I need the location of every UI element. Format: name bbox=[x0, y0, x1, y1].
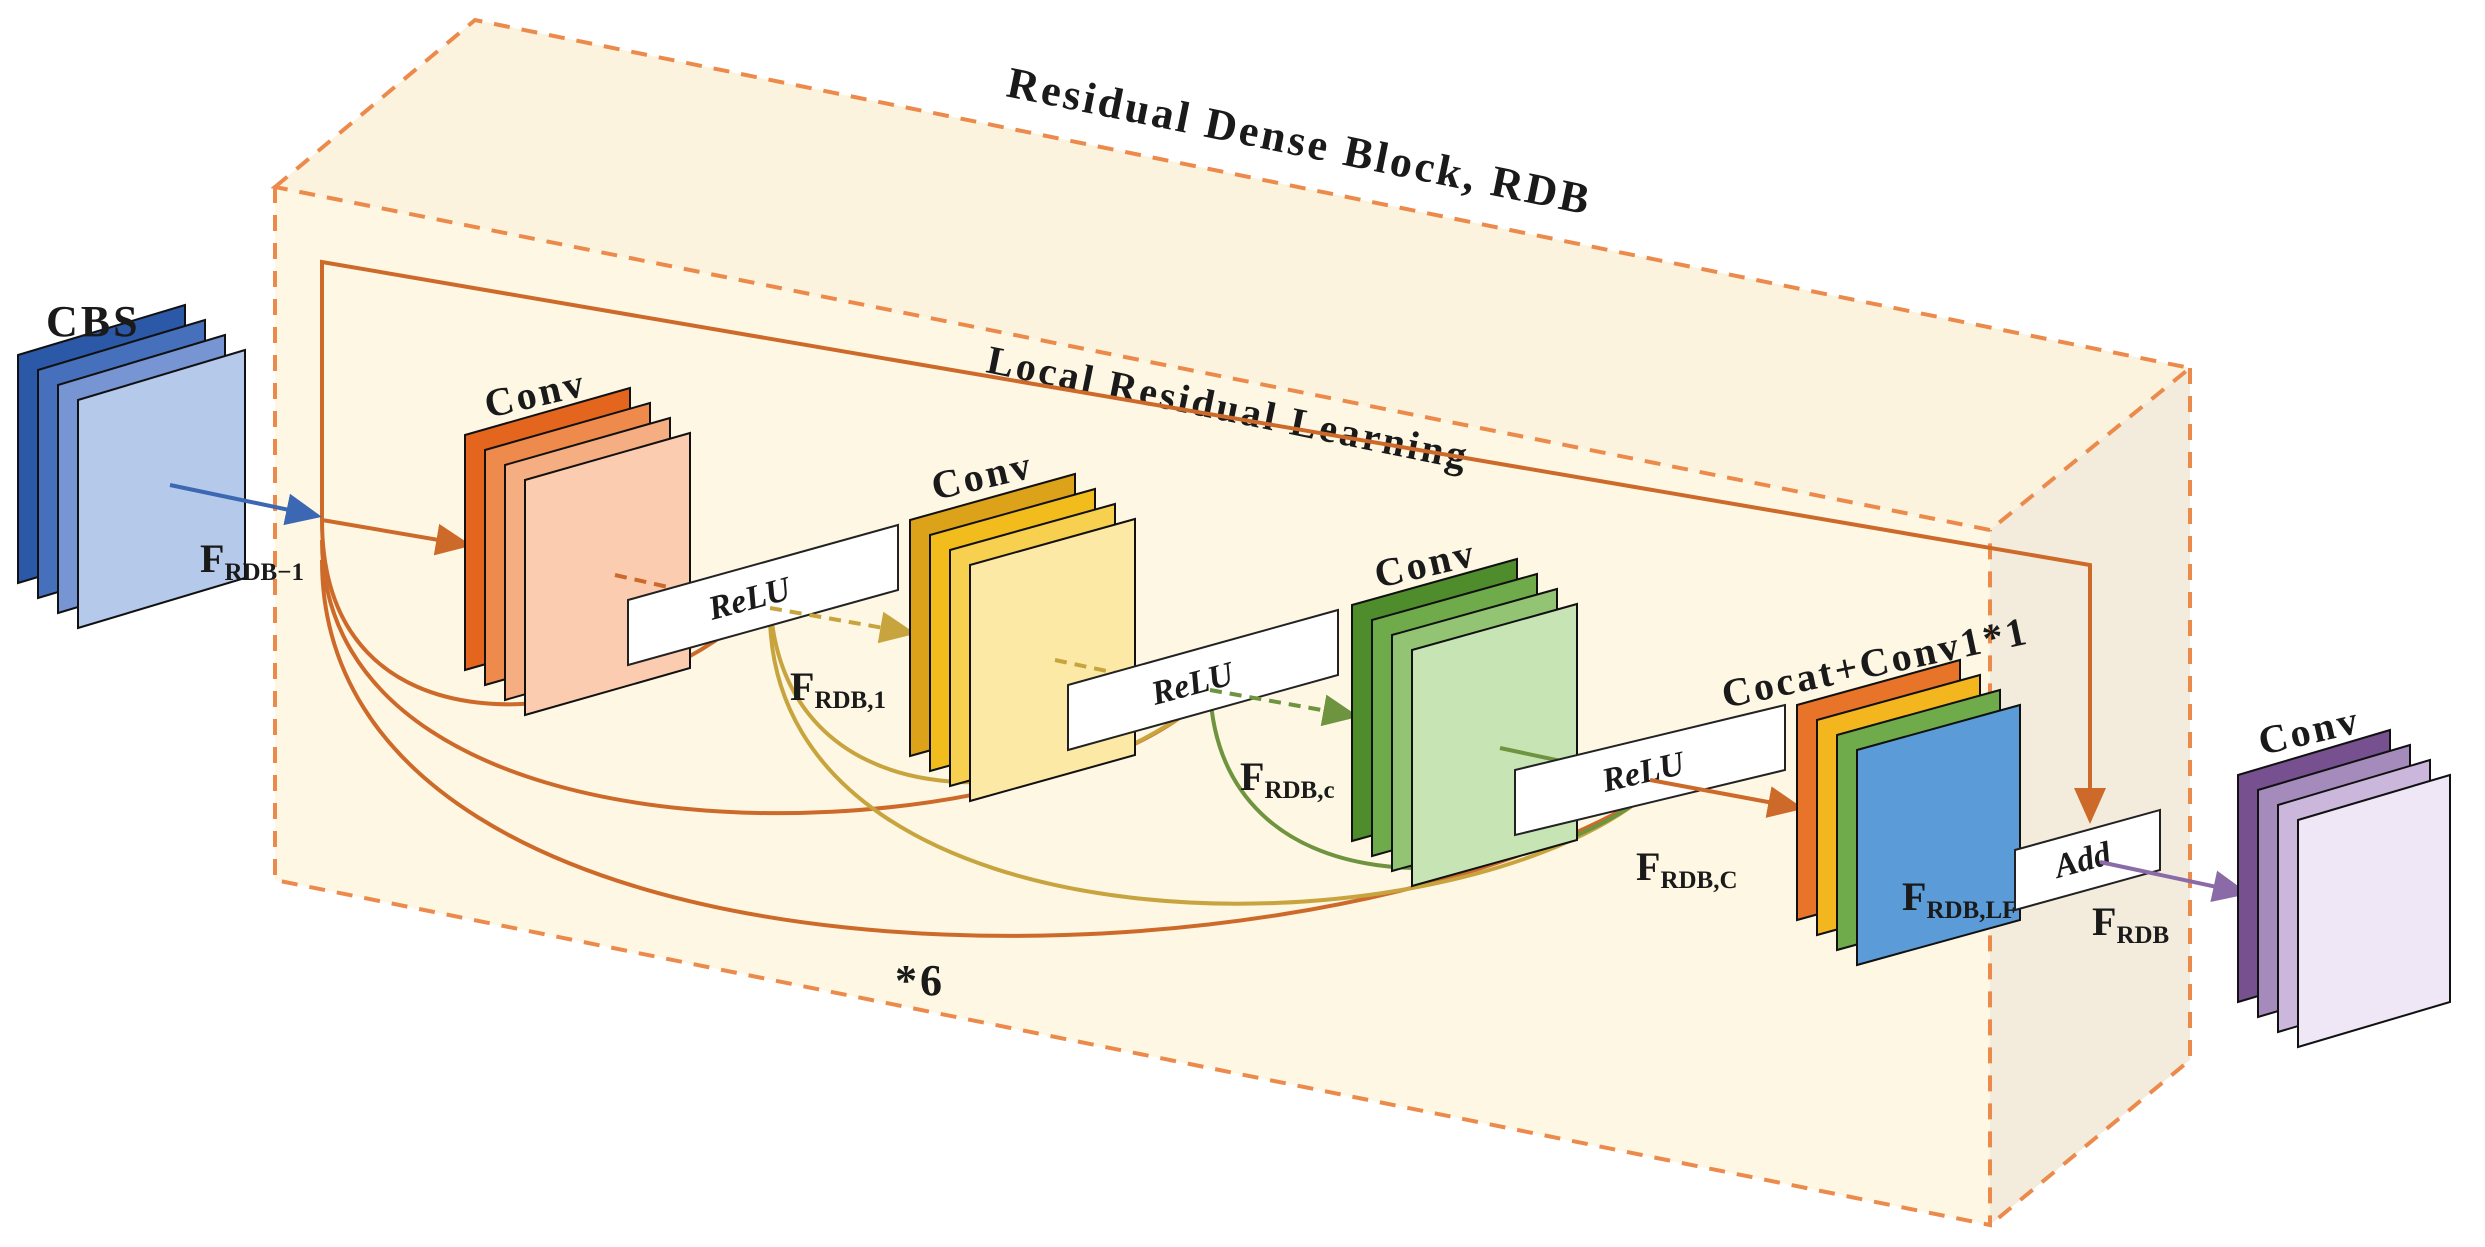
conv1-stack bbox=[464, 386, 691, 717]
repeat-label: *6 bbox=[895, 956, 945, 1005]
f-rdb-label: FRDB bbox=[2092, 899, 2169, 949]
relu3-to-concat-arrow bbox=[1649, 778, 1804, 818]
f-rdb-lf-label: FRDB,LF bbox=[1902, 874, 2017, 924]
conv2-stack bbox=[909, 472, 1136, 803]
relu1-box bbox=[627, 523, 899, 667]
skip-in-to-concat bbox=[320, 559, 1642, 938]
f-rdb-C-label: FRDB,C bbox=[1636, 844, 1738, 894]
input-arrow bbox=[169, 483, 322, 526]
relu3-box bbox=[1514, 703, 1786, 837]
concat-to-add-line bbox=[1959, 838, 2021, 854]
conv3-stack bbox=[1351, 557, 1578, 888]
skip-f1-to-concat bbox=[768, 619, 1642, 906]
add-box bbox=[2014, 808, 2161, 912]
relu1-to-conv2-arrow bbox=[769, 606, 916, 644]
cbs-stack bbox=[17, 303, 246, 630]
cbs-label: CBS bbox=[46, 297, 141, 346]
output-arrow bbox=[2099, 860, 2249, 902]
local-residual-skip-line bbox=[320, 259, 2106, 824]
relu2-box bbox=[1067, 608, 1339, 752]
f-rdb-minus-1-label: FRDB−1 bbox=[200, 536, 304, 586]
relu2-to-conv3-arrow bbox=[1209, 688, 1359, 727]
rdb-top-face bbox=[275, 20, 2190, 530]
f-rdb-1-label: FRDB,1 bbox=[790, 664, 886, 714]
f-rdb-c-label: FRDB,c bbox=[1240, 754, 1335, 804]
concat-stack bbox=[1796, 658, 2021, 967]
conv-out-stack bbox=[2237, 728, 2451, 1049]
arrow-into-conv1 bbox=[321, 518, 472, 556]
